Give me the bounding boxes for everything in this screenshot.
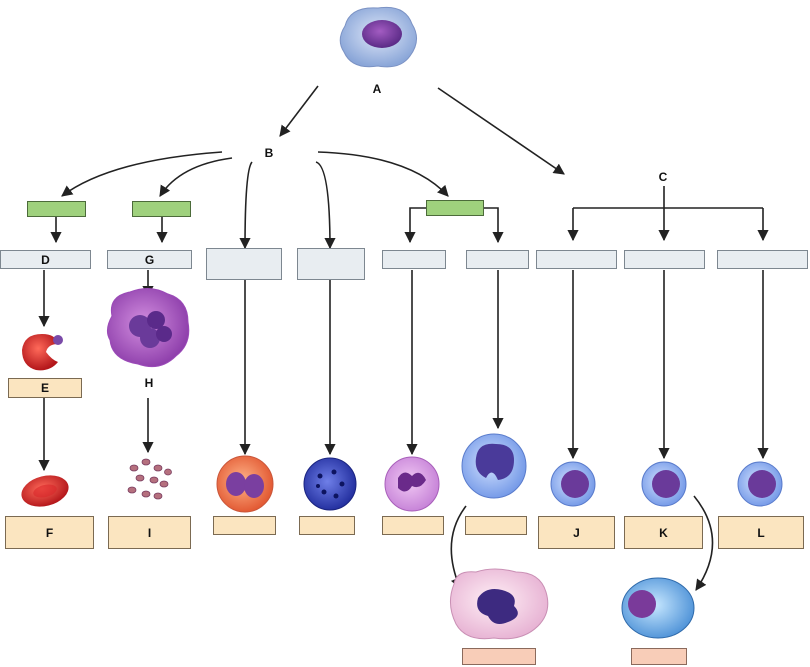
arrow-b-to-box3 [239,161,253,250]
blank-pink-box [462,648,536,665]
blank-green-box [132,201,191,217]
lymphocyte-icon [737,461,783,507]
arrow-b-to-green1 [61,151,223,197]
monocyte-icon [461,433,527,499]
platelets-icon [127,458,172,500]
blank-gray-box [536,250,617,269]
box-l: L [718,516,804,549]
blank-tan-box [382,516,444,535]
box-g: G [107,250,192,269]
box-j: J [538,516,615,549]
label-a: A [372,82,382,96]
arrow-a-to-b [279,85,319,137]
label-c: C [658,170,668,184]
erythroblast-icon [22,334,63,371]
hematopoietic-stem-cell-icon [339,6,417,68]
blank-gray-box [297,248,365,280]
box-e: E [8,378,82,398]
neutrophil-icon [384,456,440,512]
arrow-b-to-green2 [159,157,233,197]
blank-pink-box [631,648,687,665]
blank-green-box [27,201,86,217]
arrow-b-to-green3 [317,151,449,197]
label-b: B [264,146,274,160]
plasma-cell-icon [621,577,695,639]
blank-gray-box [206,248,282,280]
basophil-icon [303,457,357,511]
blank-gray-box [466,250,529,269]
blank-tan-box [213,516,276,535]
macrophage-icon [450,568,549,640]
box-f: F [5,516,94,549]
lymphocyte-icon [550,461,596,507]
arrow-b-to-box4 [315,161,336,250]
box-i: I [108,516,191,549]
blank-green-box [426,200,484,216]
blank-gray-box [717,250,808,269]
blank-tan-box [299,516,355,535]
box-k: K [624,516,703,549]
eosinophil-icon [216,455,274,513]
megakaryocyte-icon [106,288,190,368]
blank-tan-box [465,516,527,535]
arrow-lymphocyte-to-plasma [693,495,714,591]
lymphocyte-icon [641,461,687,507]
blank-gray-box [382,250,446,269]
red-blood-cell-icon [21,475,69,507]
blank-gray-box [624,250,705,269]
box-d: D [0,250,91,269]
arrow-a-to-c [437,87,565,175]
label-h: H [144,376,154,390]
